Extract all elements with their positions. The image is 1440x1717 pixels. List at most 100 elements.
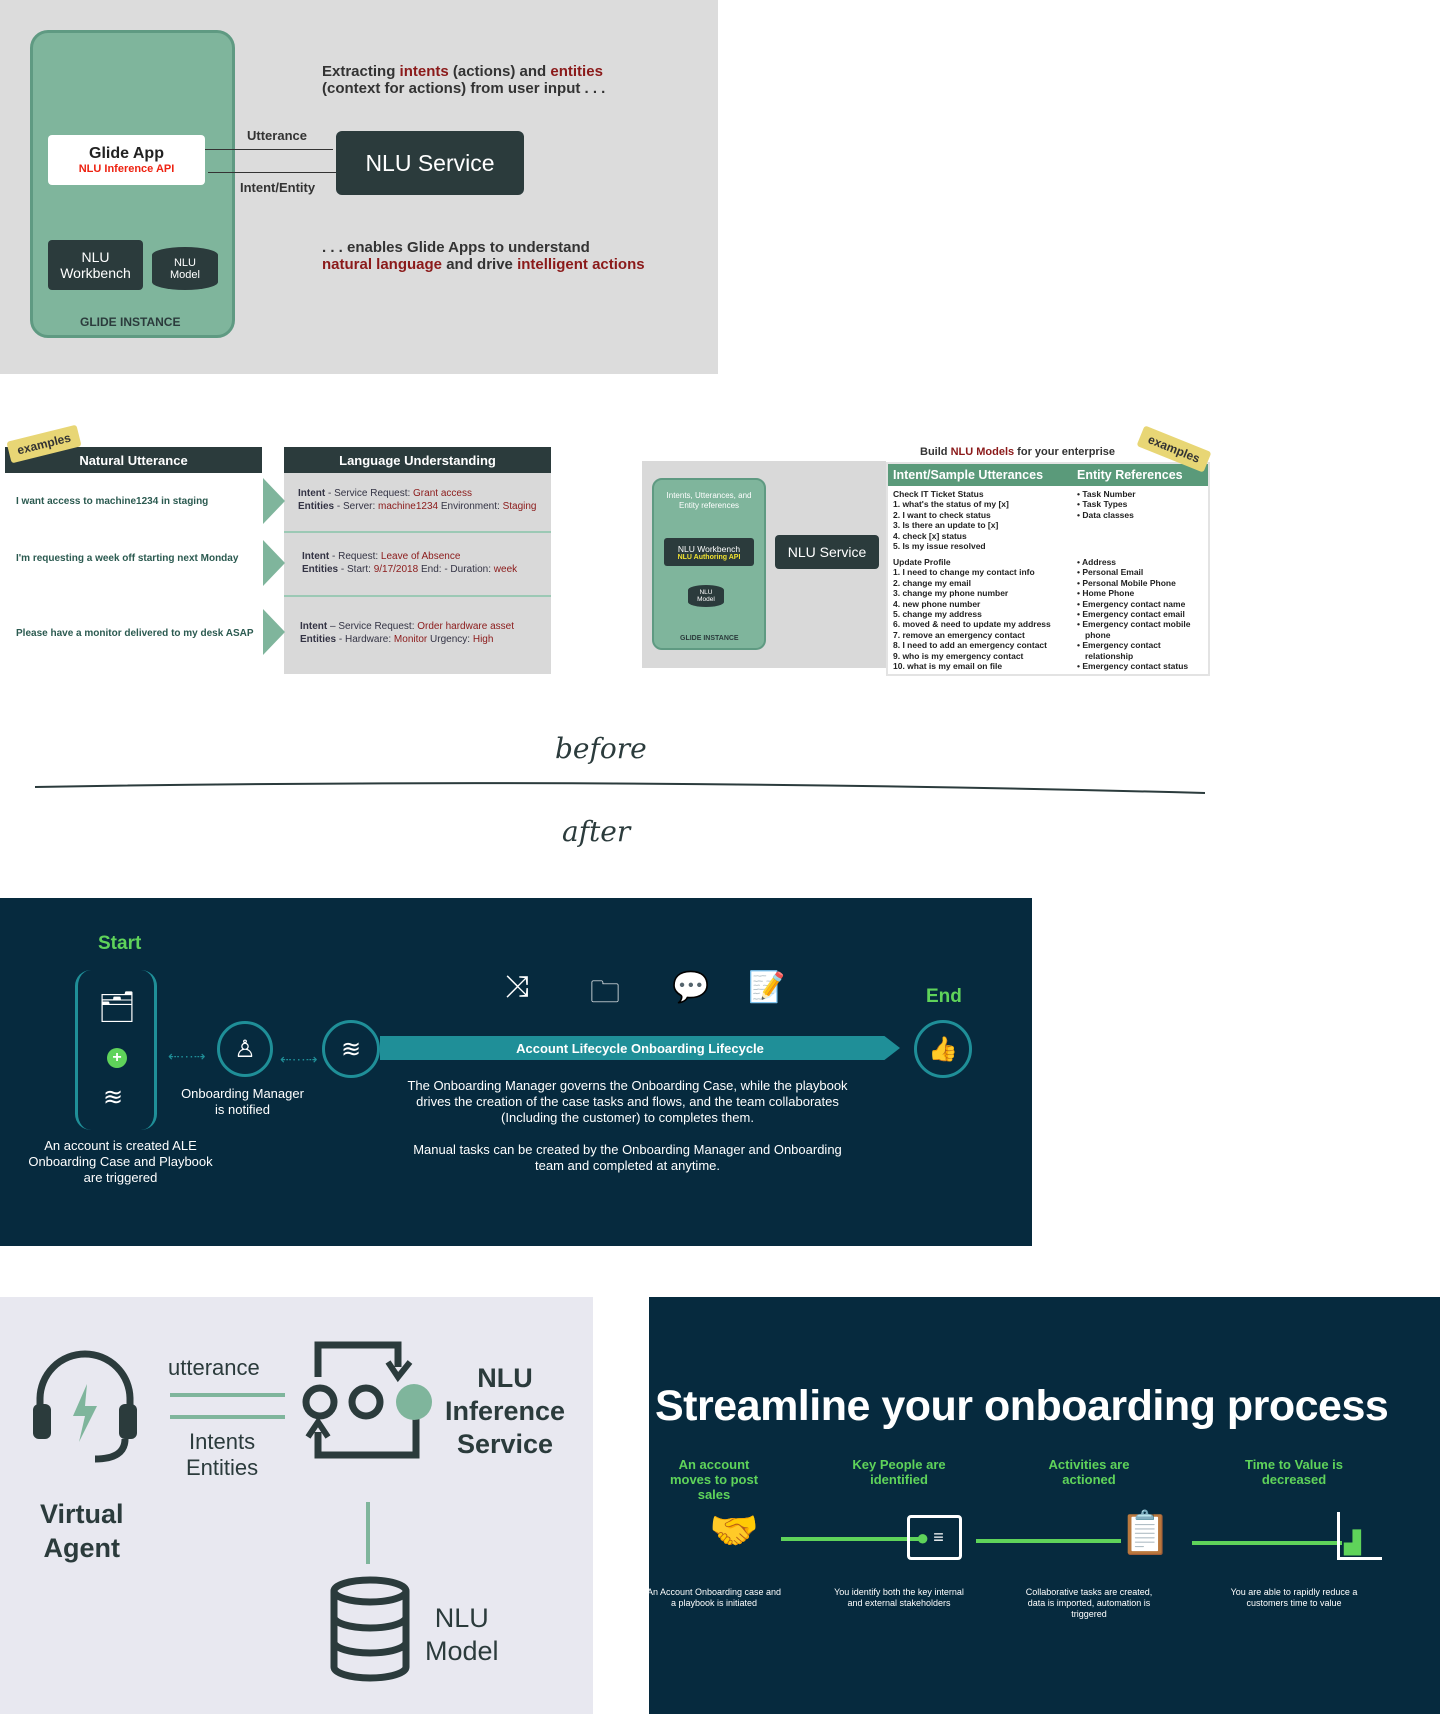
text: Grant access [413, 488, 472, 499]
text: entities [550, 63, 603, 80]
intent-entity-label: Intent/Entity [240, 180, 316, 195]
step-arrow [781, 1537, 921, 1541]
build-title: Build NLU Models for your enterprise [920, 446, 1115, 458]
table-header: Intent/Sample Utterances Entity Referenc… [888, 464, 1208, 486]
text: Staging [502, 501, 537, 512]
text: Urgency: [427, 634, 473, 645]
utterance-item: 6. moved & need to update my address [893, 619, 1051, 630]
text: - Request: [329, 551, 381, 562]
text: Intent [300, 621, 328, 632]
start-caption: An account is created ALE Onboarding Cas… [28, 1138, 213, 1185]
text: week [493, 564, 518, 575]
plus-icon: + [107, 1048, 127, 1068]
text: NLU Models [950, 446, 1015, 458]
utterance-text: Please have a monitor delivered to my de… [16, 628, 254, 639]
folder-user-icon: 🗂 [98, 991, 137, 1024]
text: NLU [477, 1363, 533, 1393]
dotted-arrow-icon: ⇠⋯⇢ [280, 1051, 318, 1067]
group2-entities: • Address• Personal Email• Personal Mobi… [1077, 557, 1205, 671]
text: Inference [445, 1396, 566, 1426]
divider [284, 531, 551, 533]
glide-instance-label: GLIDE INSTANCE [680, 635, 739, 642]
text: Build [920, 446, 951, 458]
text: Entities [186, 1455, 259, 1480]
text: for your enterprise [1014, 446, 1115, 458]
step-heading: Key People are identified [852, 1457, 946, 1487]
utterance-label: Utterance [247, 128, 307, 143]
text: NLU Authoring API [677, 553, 741, 561]
text: Entities [300, 634, 337, 645]
text: (context for actions) from user input . … [322, 80, 606, 97]
headset-icon [33, 1350, 137, 1463]
decreasing-chart-icon: ▟ [1337, 1512, 1382, 1560]
group-title: Update Profile [893, 557, 951, 567]
onboarding-lifecycle-diagram: Start 🗂 + ≋ An account is created ALE On… [0, 898, 1032, 1246]
after-label: after [562, 815, 631, 848]
utterance-item: 9. who is my emergency contact [893, 650, 1024, 661]
glide-instance-label: GLIDE INSTANCE [80, 315, 181, 329]
glide-app-box: Glide App NLU Inference API [48, 135, 205, 185]
utterance-label: utterance [168, 1355, 260, 1380]
text: 9/17/2018 [373, 564, 419, 575]
folder-icon: 🗀 [590, 976, 620, 1009]
text: Service [456, 1429, 554, 1459]
headline: Extracting intents (actions) and entitie… [322, 63, 605, 97]
utterance-item: 8. I need to add an emergency contact [893, 640, 1047, 651]
description-2: Manual tasks can be created by the Onboa… [413, 1142, 842, 1173]
utterance-item: 10. what is my email on file [893, 661, 1003, 672]
streamline-onboarding: Streamline your onboarding process An ac… [647, 1297, 1440, 1714]
utterance-item: 4. new phone number [893, 598, 981, 609]
text: Entities [298, 501, 335, 512]
text: Model [425, 1636, 499, 1666]
entity-item: • Task Number [1077, 489, 1136, 499]
utterance-item: 1. what's the status of my [x] [893, 499, 1009, 510]
text: NLU [699, 589, 713, 596]
before-label: before [555, 732, 647, 765]
text: Order hardware asset [417, 621, 514, 632]
arrow-right [170, 1393, 285, 1397]
streamline-title: Streamline your onboarding process [655, 1382, 1389, 1430]
entity-item: • Address [1077, 557, 1117, 567]
end-label: End [926, 986, 962, 1007]
entity-item: • Task Types [1077, 499, 1128, 510]
step-description: You are able to rapidly reduce a custome… [1230, 1587, 1358, 1608]
arrow-right [205, 149, 333, 150]
entity-item: • Personal Email [1077, 567, 1144, 578]
glide-nlu-diagram: Glide App NLU Inference API Utterance In… [0, 0, 718, 374]
text: and drive [442, 256, 518, 273]
database-icon [330, 1576, 410, 1682]
utterance-item: 4. check [x] status [893, 530, 967, 541]
arrow-left [170, 1415, 285, 1419]
step-arrow [1192, 1541, 1342, 1545]
mini-glide-diagram: Intents, Utterances, and Entity referenc… [642, 461, 886, 668]
text: Intent [302, 551, 330, 562]
text: intents [399, 63, 449, 80]
nlu-service-box: NLU Service [775, 535, 879, 569]
text: Leave of Absence [380, 551, 461, 562]
dotted-arrow-icon: ⇠⋯⇢ [168, 1048, 206, 1064]
arrow-up [366, 1502, 370, 1564]
text: Virtual [40, 1499, 124, 1529]
text: intelligent actions [517, 256, 645, 273]
entity-item: • Emergency contact email [1077, 609, 1185, 620]
utterance-item: 5. change my address [893, 609, 982, 620]
start-bracket [75, 970, 157, 1130]
entity-item: • Data classes [1077, 509, 1134, 520]
text: Entities [302, 564, 339, 575]
group-title: Check IT Ticket Status [893, 489, 984, 499]
utterance-text: I want access to machine1234 in staging [16, 496, 209, 507]
step-heading: Activities are actioned [1048, 1457, 1130, 1487]
step-description: Collaborative tasks are created, data is… [1025, 1587, 1153, 1619]
text: NLU Workbench [677, 543, 741, 554]
arrow-icon [263, 609, 285, 655]
thumbs-up-icon: 👍 [914, 1020, 972, 1078]
text: machine1234 [378, 501, 439, 512]
layers-icon: ≋ [103, 1084, 124, 1111]
text: High [472, 634, 494, 645]
